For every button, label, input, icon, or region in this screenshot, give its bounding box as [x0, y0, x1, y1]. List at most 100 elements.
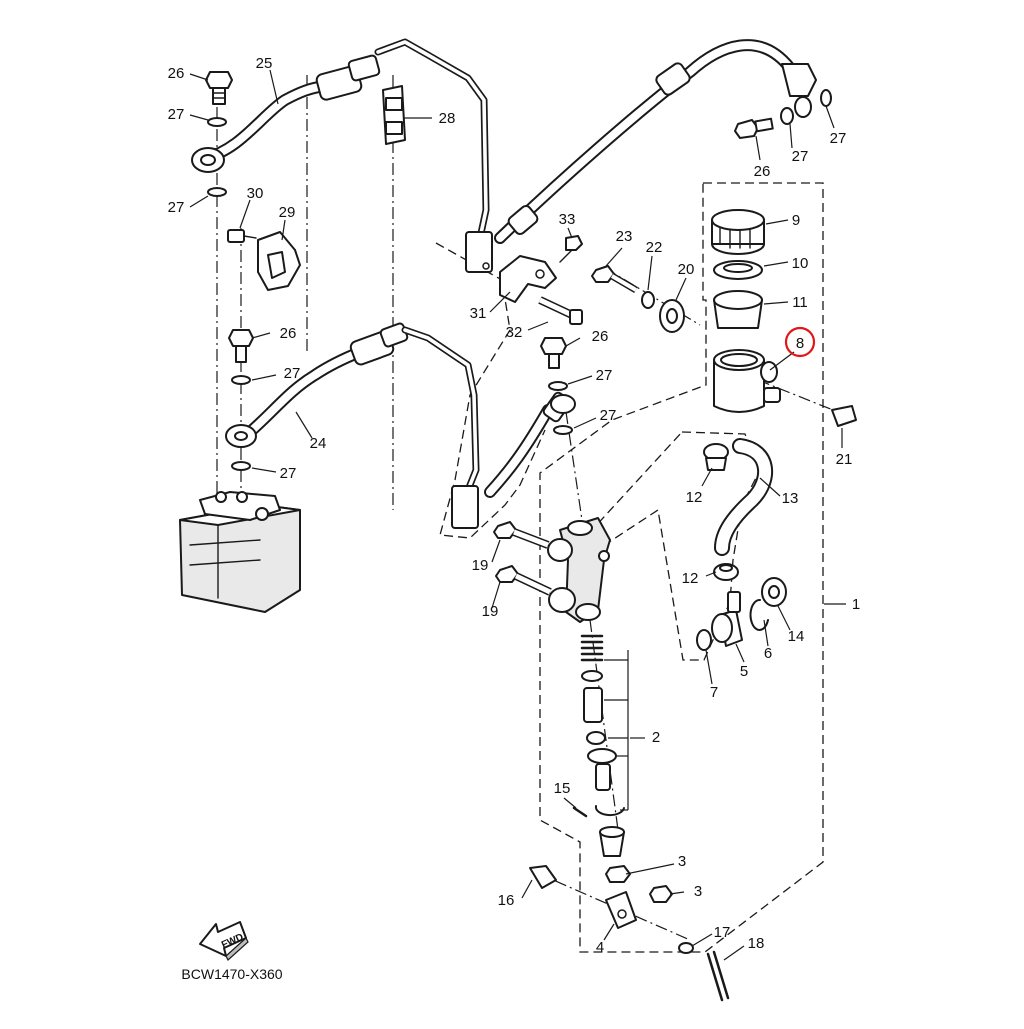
- callout-27: 27: [168, 106, 185, 123]
- cotter-pin-15: [572, 806, 588, 818]
- callout-29: 29: [279, 204, 296, 221]
- callout-33: 33: [559, 211, 576, 228]
- callout-3: 3: [694, 883, 702, 900]
- washer-22: [641, 291, 655, 309]
- callout-5: 5: [740, 663, 748, 680]
- abs-hydraulic-unit: [179, 491, 301, 613]
- master-cylinder-body: [547, 517, 611, 623]
- reservoir-cap-9: [711, 209, 765, 255]
- bolt-19-lower: [495, 565, 552, 596]
- callout-16: 16: [498, 892, 515, 909]
- callout-19: 19: [472, 557, 489, 574]
- banjo-fitting-upper-right: [794, 96, 812, 118]
- clevis-4: [605, 891, 637, 929]
- callout-6: 6: [764, 645, 772, 662]
- bolt-21: [831, 405, 857, 427]
- callout-7: 7: [710, 684, 718, 701]
- washer-27-b: [207, 187, 227, 197]
- highlight-ring: [784, 326, 816, 358]
- callout-12: 12: [686, 489, 703, 506]
- bolt-19-upper: [493, 521, 550, 549]
- centerline-bolt21: [757, 379, 839, 413]
- pin-16: [529, 865, 557, 889]
- callout-20: 20: [678, 261, 695, 278]
- grommet-14: [761, 577, 787, 607]
- washer-27-h: [820, 89, 832, 107]
- washer-27-d: [231, 461, 251, 471]
- callout-30: 30: [247, 185, 264, 202]
- brake-pipe-lower: [401, 326, 480, 494]
- callout-12: 12: [682, 570, 699, 587]
- banjo-fitting-lower-left: [225, 424, 257, 448]
- bolt-30: [227, 229, 257, 243]
- pipe-clamp-28: [382, 85, 406, 145]
- centerline-piston: [589, 619, 621, 846]
- bracket-31: [499, 255, 557, 303]
- callout-22: 22: [646, 239, 663, 256]
- callout-27: 27: [792, 148, 809, 165]
- callout-27: 27: [284, 365, 301, 382]
- hose-clip-12-lower: [713, 563, 739, 581]
- banjo-fitting-upper-left: [191, 147, 225, 173]
- callout-3: 3: [678, 853, 686, 870]
- callout-8-highlighted: 8: [796, 335, 804, 352]
- callout-24: 24: [310, 435, 327, 452]
- callout-31: 31: [470, 305, 487, 322]
- joint-fitting-5: [711, 591, 743, 647]
- callout-32: 32: [506, 324, 523, 341]
- callout-13: 13: [782, 490, 799, 507]
- callout-15: 15: [554, 780, 571, 797]
- drawing-code-label: BCW1470-X360: [181, 966, 282, 982]
- o-ring-7: [696, 629, 712, 651]
- banjo-bolt-26-mid-left: [228, 329, 254, 363]
- callout-26: 26: [754, 163, 771, 180]
- cotter-pin-18: [706, 950, 730, 1002]
- reservoir-hose-13: [714, 438, 774, 556]
- pipe-route-outline: [435, 242, 546, 539]
- washer-27-a: [207, 117, 227, 127]
- callout-18: 18: [748, 935, 765, 952]
- callout-27: 27: [600, 407, 617, 424]
- callout-26: 26: [280, 325, 297, 342]
- nut-3-lower: [649, 885, 673, 903]
- callout-27: 27: [168, 199, 185, 216]
- callout-25: 25: [256, 55, 273, 72]
- callout-27: 27: [280, 465, 297, 482]
- callout-9: 9: [792, 212, 800, 229]
- diaphragm-plate-10: [713, 260, 763, 280]
- banjo-bolt-26-upper-right: [734, 117, 774, 139]
- diaphragm-11: [713, 290, 763, 329]
- callout-21: 21: [836, 451, 853, 468]
- callout-27: 27: [830, 130, 847, 147]
- callout-11: 11: [792, 294, 808, 311]
- washer-27-f: [553, 425, 573, 435]
- brake-pipe-upper: [374, 38, 490, 242]
- callout-4: 4: [596, 939, 604, 956]
- bolt-33: [559, 235, 583, 263]
- bracket-29: [257, 231, 301, 291]
- washer-27-e: [548, 381, 568, 391]
- pipe-joint-lower: [451, 485, 479, 529]
- pipe-joint-upper: [465, 231, 493, 273]
- callout-28: 28: [439, 110, 456, 127]
- callout-labels: 26 25 27 28 27 30 29 26 27 24 27 26 27 2…: [168, 55, 861, 956]
- brake-hose-24: [244, 322, 409, 438]
- callout-26: 26: [168, 65, 185, 82]
- centerline-pin16: [534, 871, 691, 941]
- callout-10: 10: [792, 255, 809, 272]
- callout-19: 19: [482, 603, 499, 620]
- leader-lines: [189, 69, 846, 961]
- callout-14: 14: [788, 628, 805, 645]
- bolt-23: [591, 265, 638, 294]
- banjo-bolt-26-center: [540, 337, 567, 369]
- hose-clip-12-upper: [703, 443, 729, 471]
- callout-23: 23: [616, 228, 633, 245]
- banjo-bolt-26-upper-left: [205, 71, 233, 105]
- bolt-32: [538, 296, 583, 325]
- washer-27-g: [780, 107, 794, 125]
- centerline-banjo: [565, 411, 583, 521]
- callout-2: 2: [652, 729, 660, 746]
- brake-hose-upper-right: [494, 39, 817, 244]
- grommet-20: [659, 299, 685, 333]
